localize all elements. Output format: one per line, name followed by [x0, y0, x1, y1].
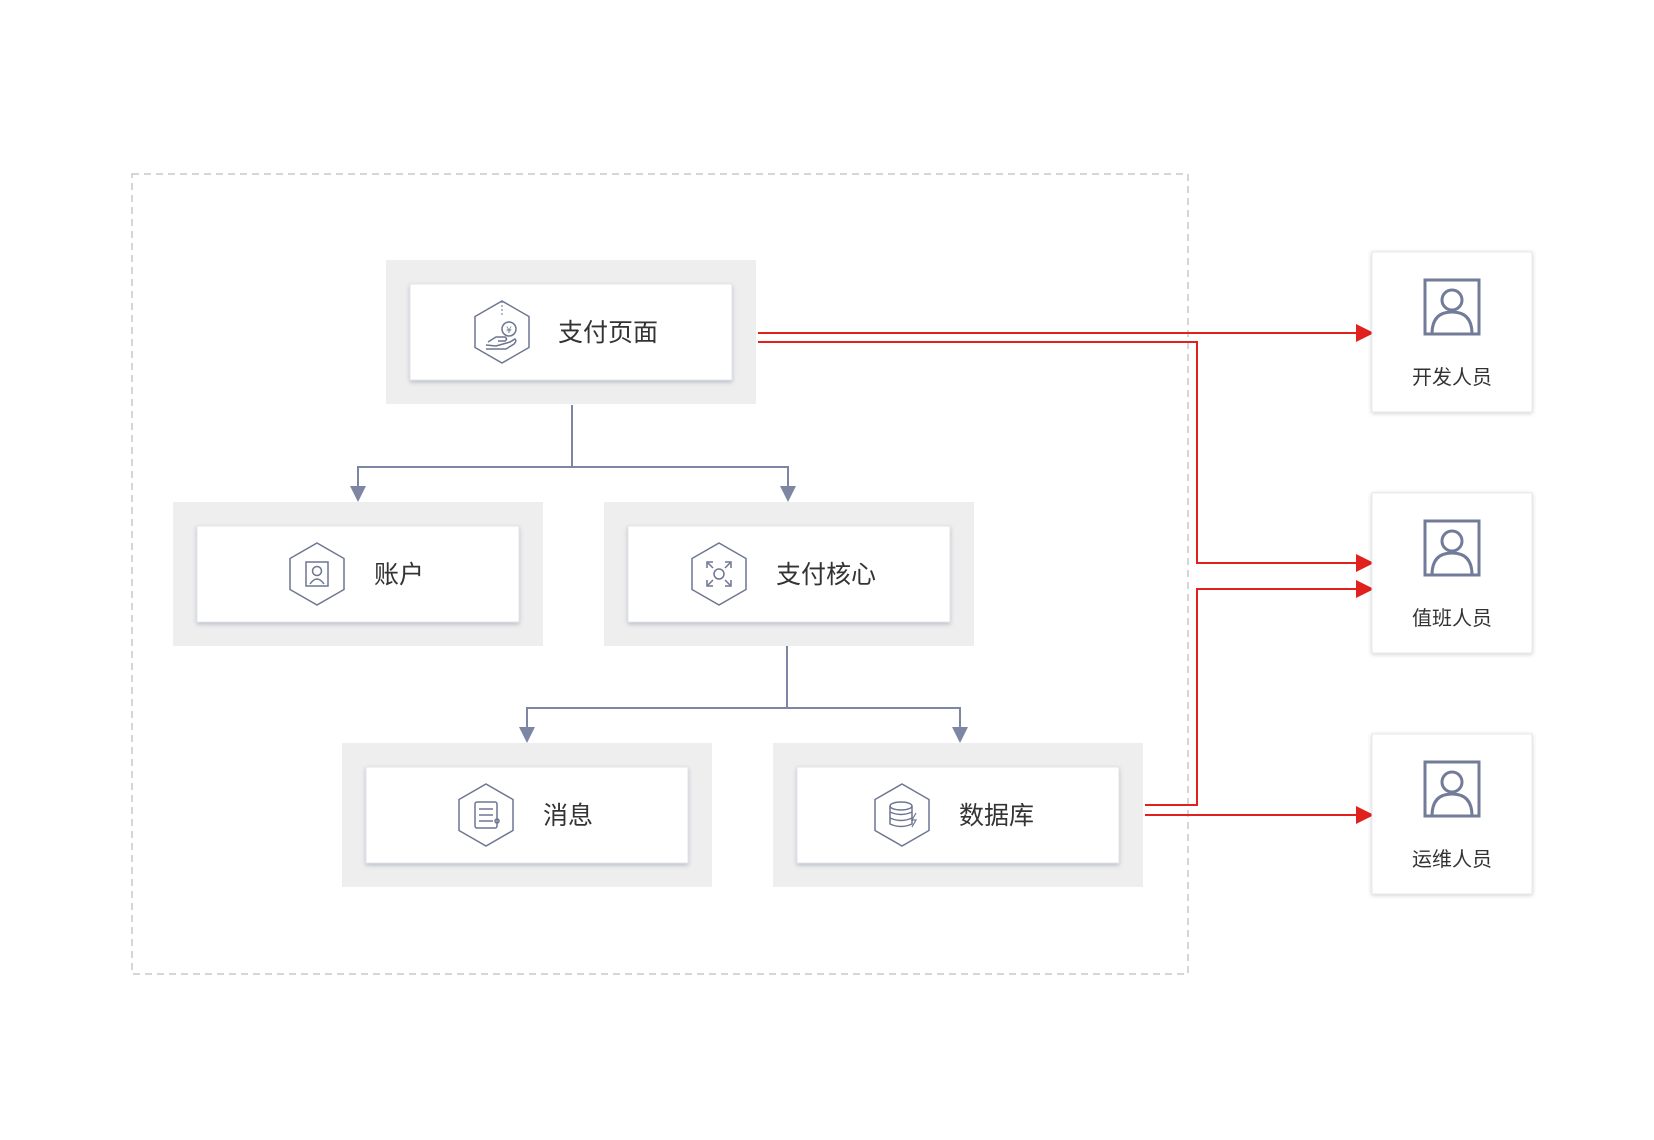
connector-payment-page-to-account — [357, 405, 573, 486]
node-payment-page-card — [409, 283, 733, 381]
arrowhead-to-account — [350, 486, 366, 502]
node-payment-core-card — [627, 525, 951, 623]
alert-arrowhead-developer — [1356, 324, 1374, 342]
person-on-duty-label: 值班人员 — [1412, 606, 1492, 630]
hierarchy-connectors — [357, 405, 961, 727]
connector-core-to-message — [526, 622, 788, 727]
node-database[interactable]: 数据库 — [773, 743, 1143, 887]
alert-arrowhead-on-duty-1 — [1356, 554, 1374, 572]
person-developer-label: 开发人员 — [1412, 365, 1492, 389]
message-list-icon — [458, 783, 514, 847]
node-account[interactable]: 账户 — [173, 502, 543, 646]
node-message-card — [365, 766, 689, 864]
node-account-card — [196, 525, 520, 623]
node-payment-core[interactable]: 支付核心 — [604, 502, 974, 646]
node-payment-core-label: 支付核心 — [776, 560, 876, 589]
person-ops-label: 运维人员 — [1412, 847, 1492, 871]
alert-line-page-to-on-duty — [758, 341, 1356, 564]
connector-core-to-database — [787, 707, 961, 727]
node-database-label: 数据库 — [959, 801, 1034, 830]
node-message[interactable]: 消息 — [342, 743, 712, 887]
database-icon — [874, 783, 930, 847]
arrowhead-to-database — [952, 727, 968, 743]
alert-arrowhead-on-duty-2 — [1356, 580, 1374, 598]
person-icon — [1423, 760, 1481, 818]
arrowhead-to-message — [519, 727, 535, 743]
person-on-duty[interactable]: 值班人员 — [1371, 492, 1533, 654]
node-account-label: 账户 — [374, 560, 424, 589]
payment-hand-yuan-icon: ¥ — [474, 300, 530, 364]
alert-line-db-to-on-duty — [1145, 588, 1356, 806]
system-boundary — [131, 173, 1189, 975]
alert-arrowheads — [1356, 324, 1374, 824]
node-database-card — [796, 766, 1120, 864]
connector-payment-page-to-core — [572, 466, 789, 486]
person-icon — [1423, 519, 1481, 577]
arrowhead-to-core — [780, 486, 796, 502]
alert-arrowhead-ops — [1356, 806, 1374, 824]
person-icon — [1423, 278, 1481, 336]
node-payment-page-label: 支付页面 — [558, 318, 658, 347]
core-gear-icon — [691, 542, 747, 606]
hierarchy-arrowheads — [350, 486, 968, 743]
account-portrait-icon — [289, 542, 345, 606]
svg-text:¥: ¥ — [506, 326, 512, 336]
person-developer[interactable]: 开发人员 — [1371, 251, 1533, 413]
alert-connectors — [758, 332, 1356, 816]
person-ops[interactable]: 运维人员 — [1371, 733, 1533, 895]
node-message-label: 消息 — [543, 801, 593, 830]
node-payment-page[interactable]: ¥ 支付页面 — [386, 260, 756, 404]
